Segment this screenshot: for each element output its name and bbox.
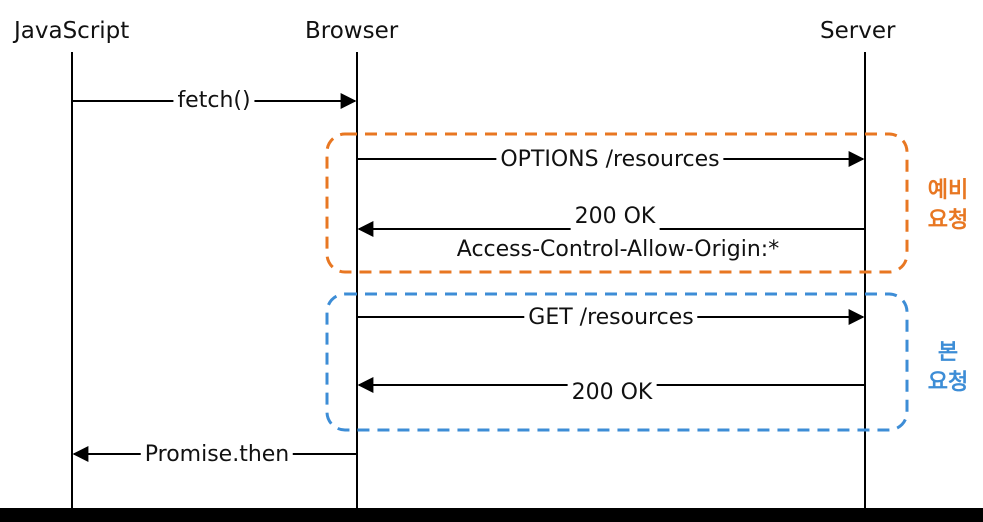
- actor-browser: Browser: [305, 18, 399, 44]
- main-region-label: 본 요청: [918, 338, 978, 398]
- message-options-header: Access-Control-Allow-Origin:*: [452, 237, 784, 263]
- actor-javascript: JavaScript: [14, 18, 130, 44]
- preflight-region: [325, 132, 909, 274]
- preflight-region-label: 예비 요청: [918, 176, 978, 236]
- preflight-label-line1: 예비: [927, 178, 969, 203]
- message-get-ok: 200 OK: [567, 380, 657, 406]
- bottom-edge-bar: [0, 508, 983, 522]
- main-label-line2: 요청: [927, 370, 969, 395]
- message-options: OPTIONS /resources: [496, 147, 724, 173]
- actor-server: Server: [820, 18, 896, 44]
- main-request-region: [325, 292, 909, 432]
- main-label-line1: 본: [937, 340, 959, 365]
- message-promise: Promise.then: [140, 442, 294, 468]
- message-options-ok: 200 OK: [570, 204, 660, 230]
- preflight-label-line2: 요청: [927, 208, 969, 233]
- message-get: GET /resources: [524, 305, 698, 331]
- message-fetch: fetch(): [173, 88, 255, 114]
